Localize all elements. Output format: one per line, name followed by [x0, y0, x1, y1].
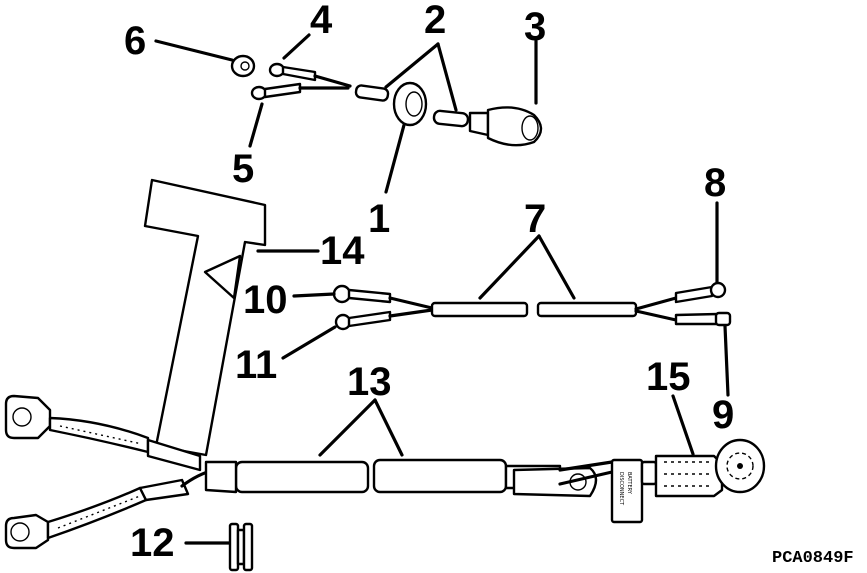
left-terminal-upper	[4, 394, 202, 472]
callout-10: 10	[243, 278, 288, 322]
ring-terminal-5	[250, 82, 350, 101]
callout-leaders-middle	[281, 201, 730, 397]
callout-12: 12	[130, 521, 175, 565]
grommet-1	[392, 81, 428, 127]
pin-2b	[432, 109, 470, 128]
washer-part	[230, 54, 256, 78]
callout-4: 4	[310, 0, 333, 42]
callout-leaders-bottom	[184, 394, 695, 545]
battery-connector-15	[640, 438, 766, 498]
pin-2a	[354, 84, 390, 102]
callout-13: 13	[347, 360, 392, 404]
ring-terminal-4	[268, 62, 352, 88]
ring-terminal-10	[332, 284, 352, 304]
callout-5: 5	[232, 147, 254, 191]
spade-terminal-9	[714, 311, 732, 327]
callout-7: 7	[524, 197, 546, 241]
callout-14: 14	[320, 229, 365, 273]
decal-14	[143, 178, 320, 457]
callout-leaders-top	[154, 33, 538, 194]
callout-3: 3	[524, 5, 546, 49]
callout-15: 15	[646, 355, 691, 399]
top-connector-assembly	[230, 54, 543, 147]
callout-8: 8	[704, 161, 726, 205]
disconnect-tag: DISCONNECT BATTERY	[610, 458, 644, 524]
callout-9: 9	[712, 393, 734, 437]
lead-assembly-7	[332, 281, 732, 331]
callout-11: 11	[235, 343, 277, 387]
callout-2: 2	[424, 0, 446, 42]
main-harness-13: DISCONNECT BATTERY	[4, 394, 766, 550]
ring-terminal-8	[709, 281, 727, 299]
left-terminal-lower	[4, 468, 216, 550]
figure-code: PCA0849F	[772, 549, 854, 568]
callout-6: 6	[124, 19, 146, 63]
callout-1: 1	[368, 197, 390, 241]
end-cap-3	[468, 106, 543, 147]
grommet-12	[228, 522, 254, 572]
svg-text:DISCONNECT: DISCONNECT	[618, 472, 624, 506]
svg-text:BATTERY: BATTERY	[626, 472, 632, 495]
